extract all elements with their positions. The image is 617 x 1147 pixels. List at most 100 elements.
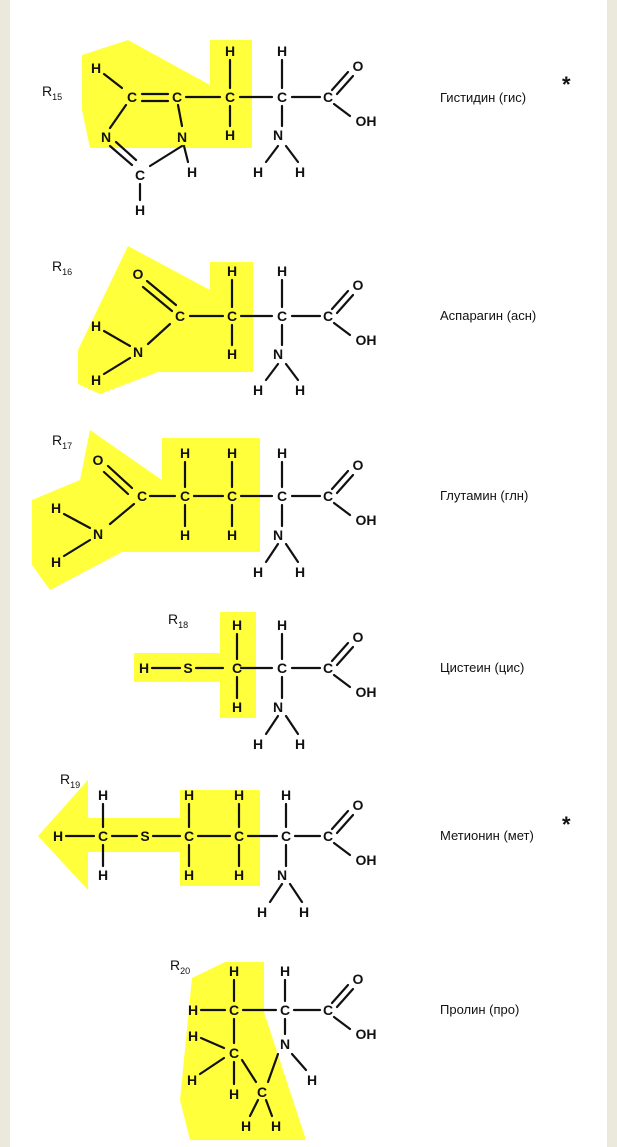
atom-h: H [227,527,237,543]
bond [330,70,350,92]
atom-n: N [101,129,111,145]
atom-c: C [277,308,287,324]
bond [332,501,352,517]
atom-c: C [229,1045,239,1061]
atom-c: C [232,660,242,676]
amino-acid-name-histidine: Гистидин (гис) [440,90,526,105]
bond [141,285,174,313]
atom-c: C [277,660,287,676]
atom-c: C [135,167,145,183]
atom-h: H [180,445,190,461]
asparagine-structure: R16 O C C H H C H N H H N H H C O OH Асп… [52,246,536,398]
atom-h: H [184,787,194,803]
atom-c: C [184,828,194,844]
atom-o: O [133,266,144,282]
bond [335,473,355,495]
atom-n: N [273,346,283,362]
bond [114,140,138,162]
bond [330,983,350,1005]
glutamine-side-chain-highlight [32,430,260,590]
bond [106,464,134,490]
bond [102,72,124,90]
atom-c: C [127,89,137,105]
amino-acid-name-proline: Пролин (про) [440,1002,519,1017]
bond [145,279,178,307]
atom-o: O [353,277,364,293]
atom-h: H [227,263,237,279]
r-label-18: R18 [168,611,188,630]
atom-h: H [232,617,242,633]
bond [330,641,350,663]
bond [288,882,304,904]
atom-h: H [241,1118,251,1134]
atom-h: H [277,445,287,461]
methionine-structure: R19 H C H H S C H H C H H C H N H H C [38,771,571,920]
atom-h: H [253,564,263,580]
atom-h: H [234,867,244,883]
bond [199,1036,226,1050]
amino-acid-name-asparagine: Аспарагин (асн) [440,308,536,323]
essential-marker: * [562,72,571,97]
atom-h: H [98,787,108,803]
bond [264,714,280,736]
bond [332,102,352,118]
r-label-15: R15 [42,83,62,102]
atom-h: H [277,617,287,633]
atom-h: H [234,787,244,803]
atom-n: N [177,129,187,145]
atom-c: C [277,89,287,105]
atom-c: C [172,89,182,105]
cysteine-structure: R18 H S C H H C H N H H C O OH Цистеин (… [134,611,524,752]
r-label-17: R17 [52,432,72,451]
atom-h: H [299,904,309,920]
bond [284,714,300,736]
bond [102,329,132,348]
atom-c: C [229,1002,239,1018]
bond [240,1058,258,1084]
bond [264,1098,274,1118]
atom-h: H [281,787,291,803]
atom-h: H [51,500,61,516]
atom-oh: OH [356,512,377,528]
bond [330,809,350,831]
bond [335,813,355,835]
amino-acid-diagram: R15 H C C C H H C H N H H C O OH [32,40,571,1140]
bond [268,882,284,904]
atom-s: S [140,828,149,844]
atom-o: O [93,452,104,468]
asparagine-side-chain-highlight [78,246,253,394]
atom-o: O [353,797,364,813]
atom-h: H [229,963,239,979]
bond [332,841,352,857]
atom-h: H [53,828,63,844]
atom-c: C [281,828,291,844]
atom-h: H [51,554,61,570]
atom-c: C [175,308,185,324]
bond [284,542,300,564]
bond [198,1056,226,1076]
bond [264,542,280,564]
atom-n: N [273,127,283,143]
atom-h: H [98,867,108,883]
bond [332,321,352,337]
atom-h: H [180,527,190,543]
bond [332,1015,352,1031]
bond [284,144,300,164]
atom-h: H [253,382,263,398]
essential-marker: * [562,812,571,837]
bond [102,470,130,496]
bond [335,293,355,315]
atom-h: H [225,43,235,59]
atom-n: N [273,527,283,543]
bond [264,144,280,164]
histidine-structure: R15 H C C C H H C H N H H C O OH [42,40,571,218]
atom-c: C [180,488,190,504]
atom-h: H [188,1002,198,1018]
r-label-16: R16 [52,258,72,277]
cysteine-side-chain-highlight [134,612,256,718]
atom-h: H [187,164,197,180]
atom-c: C [323,1002,333,1018]
atom-h: H [307,1072,317,1088]
atom-c: C [323,660,333,676]
atom-h: H [91,372,101,388]
